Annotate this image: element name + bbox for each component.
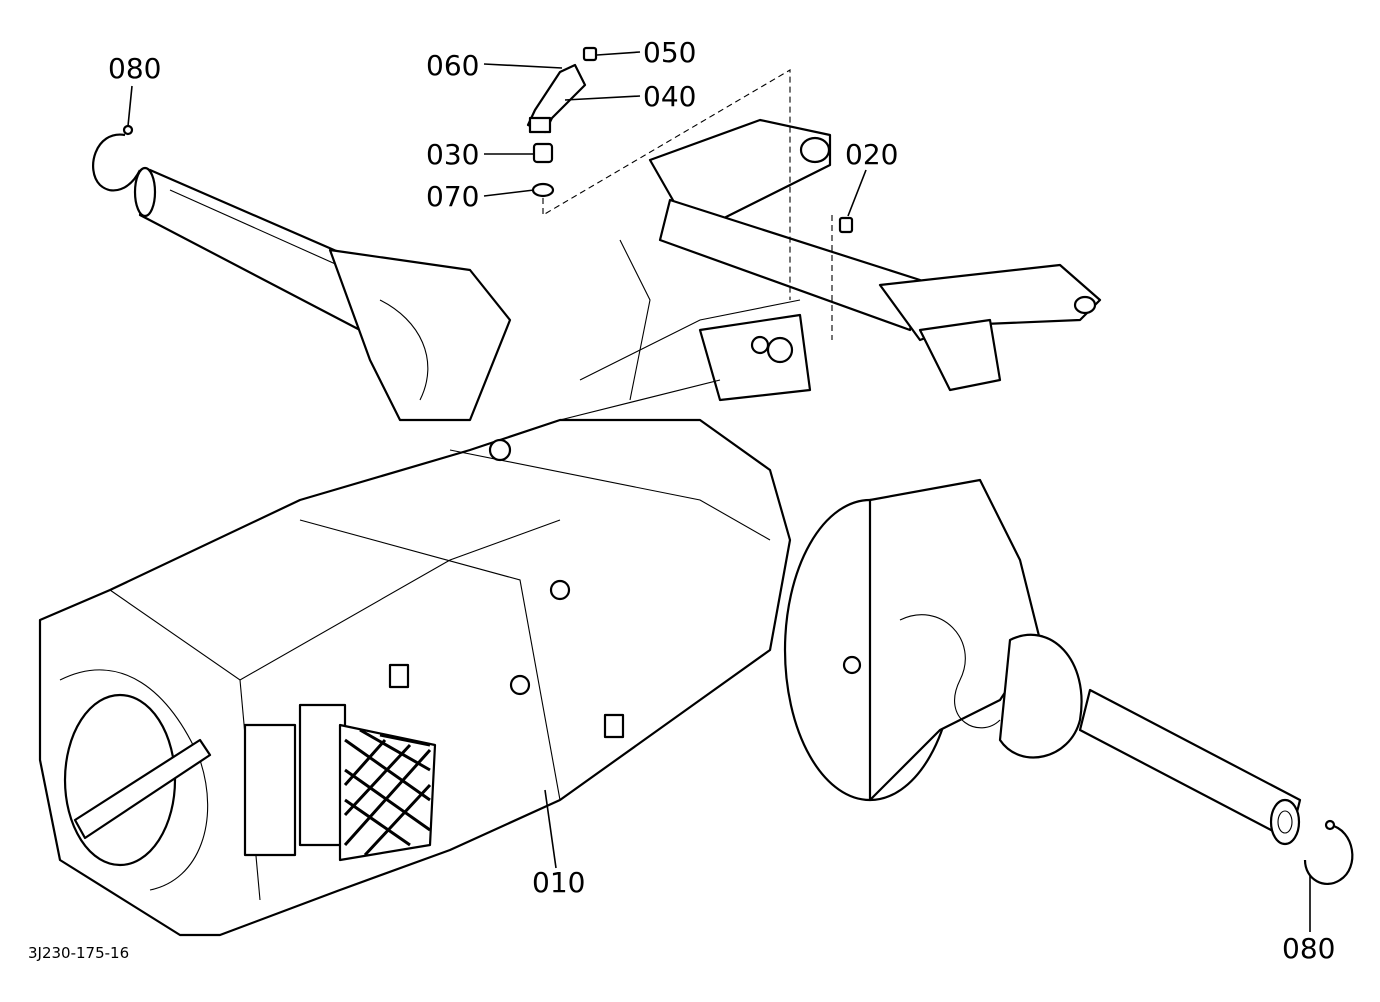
leader-010 bbox=[544, 789, 557, 869]
lift-arm-assembly bbox=[559, 118, 1102, 421]
callout-060: 060 bbox=[426, 49, 479, 82]
callout-080-left: 080 bbox=[108, 52, 161, 85]
leader-040 bbox=[564, 95, 641, 101]
leader-020 bbox=[847, 169, 867, 217]
callout-030: 030 bbox=[426, 138, 479, 171]
callout-070: 070 bbox=[426, 180, 479, 213]
callout-080-right: 080 bbox=[1282, 932, 1335, 965]
leader-060 bbox=[483, 63, 563, 69]
snap-ring-left bbox=[92, 124, 141, 192]
callout-labels: 080 060 050 040 030 070 020 010 080 bbox=[108, 36, 1335, 965]
exploded-small-parts bbox=[526, 46, 854, 340]
drawing-code: 3J230-175-16 bbox=[28, 944, 129, 962]
leader-050 bbox=[596, 51, 641, 56]
callout-010: 010 bbox=[532, 866, 585, 899]
snap-ring-right bbox=[1303, 819, 1354, 886]
leader-080-left bbox=[127, 85, 133, 127]
callout-020: 020 bbox=[845, 138, 898, 171]
leader-lines bbox=[127, 51, 1311, 932]
callout-050: 050 bbox=[643, 36, 696, 69]
callout-040: 040 bbox=[643, 80, 696, 113]
left-axle-assembly bbox=[133, 166, 512, 422]
leader-070 bbox=[483, 189, 535, 197]
transmission-housing bbox=[38, 418, 792, 937]
right-axle-assembly bbox=[783, 478, 1302, 846]
